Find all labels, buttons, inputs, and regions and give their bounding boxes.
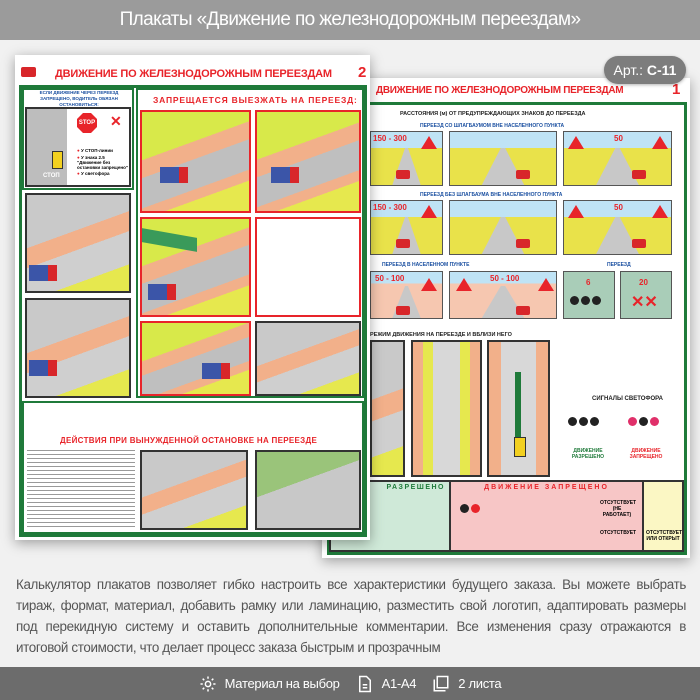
distance-panel: 50 [563, 200, 672, 255]
emergency-panel [255, 450, 361, 530]
article-badge: Арт.: С-11 [604, 56, 686, 84]
poster-front[interactable]: ДВИЖЕНИЕ ПО ЖЕЛЕЗНОДОРОЖНЫМ ПЕРЕЕЗДАМ 2 … [15, 55, 370, 540]
rule-panel [255, 321, 361, 396]
table-absent-2: ОТСУТСТВУЕТ [600, 530, 637, 536]
distance-panel: 50 [563, 131, 672, 186]
stop-panel: СТОП STOP ✕ ● У СТОП-линии ● У знака 2.5… [25, 107, 131, 187]
row-label: ПЕРЕЕЗД В НАСЕЛЕННОМ ПУНКТЕ [382, 262, 470, 268]
distances-heading: РАССТОЯНИЯ (м) ОТ ПРЕДУПРЕЖДАЮЩИХ ЗНАКОВ… [400, 111, 586, 117]
distance-panel [449, 131, 557, 186]
stop-point: ● У СТОП-линии [77, 148, 113, 153]
page-title: Плакаты «Движение по железнодорожным пер… [0, 0, 700, 40]
poster-title: ДВИЖЕНИЕ ПО ЖЕЛЕЗНОДОРОЖНЫМ ПЕРЕЕЗДАМ [55, 68, 332, 80]
feature-material: Материал на выбор [199, 675, 340, 693]
feature-label: А1-А4 [381, 676, 417, 691]
mode-panel [487, 340, 550, 477]
mode-panel [370, 340, 405, 477]
rule-panel [140, 321, 251, 396]
poster-frame [19, 85, 367, 537]
distance-panel: 150 - 300 [370, 200, 443, 255]
feature-label: Материал на выбор [224, 676, 340, 691]
distance-panel: 20✕✕ [620, 271, 672, 319]
distance-panel: 150 - 300 [370, 131, 443, 186]
stop-intro: ЕСЛИ ДВИЖЕНИЕ ЧЕРЕЗ ПЕРЕЕЗД ЗАПРЕЩЕНО, В… [39, 90, 119, 107]
stop-point: ● У светофора [77, 171, 110, 176]
traffic-light-forbidden [627, 413, 660, 431]
row-label: ПЕРЕЕЗД СО ШЛАГБАУМОМ ВНЕ НАСЕЛЕННОГО ПУ… [420, 123, 565, 129]
emergency-section [22, 401, 364, 534]
poster-number: 2 [358, 64, 367, 81]
road-marking: СТОП [43, 173, 60, 179]
stop-point: ● У знака 2.5 "Движение без остановки за… [77, 155, 128, 170]
feature-format: А1-А4 [356, 675, 417, 693]
distance-panel: 6 [563, 271, 615, 319]
emergency-panel [140, 450, 248, 530]
rule-panel [140, 217, 251, 317]
emergency-heading: ДЕЙСТВИЯ ПРИ ВЫНУЖДЕННОЙ ОСТАНОВКЕ НА ПЕ… [60, 436, 318, 445]
signals-table: РАЗРЕШЕНО ДВИЖЕНИЕ ЗАПРЕЩЕНО ОТСУТСТВУЕТ… [329, 480, 684, 552]
signals-heading: СИГНАЛЫ СВЕТОФОРА [592, 396, 663, 402]
feature-sheets: 2 листа [432, 675, 502, 693]
rule-panel [25, 193, 131, 293]
feature-label: 2 листа [458, 676, 502, 691]
forbidden-section [136, 88, 364, 398]
emergency-text [27, 450, 135, 530]
mode-panel [411, 340, 482, 477]
stop-sign-icon: STOP [77, 113, 97, 133]
product-description: Калькулятор плакатов позволяет гибко нас… [16, 577, 686, 655]
document-icon [358, 675, 371, 692]
row-label: ПЕРЕЕЗД [607, 262, 631, 268]
poster-title: ДВИЖЕНИЕ ПО ЖЕЛЕЗНОДОРОЖНЫМ ПЕРЕЕЗДАМ [376, 85, 624, 96]
article-code: С-11 [646, 62, 677, 78]
traffic-light-allowed [567, 413, 600, 431]
signal-forbidden-label: ДВИЖЕНИЕ ЗАПРЕЩЕНО [629, 448, 663, 460]
rule-panel [25, 298, 131, 398]
footer-bar: Материал на выбор А1-А4 2 листа [0, 667, 700, 700]
gear-icon [200, 676, 216, 691]
article-label: Арт.: [613, 62, 643, 78]
rule-panel [140, 110, 251, 213]
truck-logo-icon [21, 67, 36, 77]
mode-heading: РЕЖИМ ДВИЖЕНИЯ НА ПЕРЕЕЗДЕ И ВБЛИЗИ НЕГО [370, 332, 512, 338]
rule-panel [255, 110, 361, 213]
poster-back[interactable]: ДВИЖЕНИЕ ПО ЖЕЛЕЗНОДОРОЖНЫМ ПЕРЕЕЗДАМ 1 … [322, 78, 690, 558]
rule-panel [255, 217, 361, 317]
table-absent: ОТСУТСТВУЕТ (НЕ РАБОТАЕТ) [600, 500, 637, 518]
distance-panel: 50 - 100 [449, 271, 557, 319]
table-open: ОТСУТСТВУЕТ ИЛИ ОТКРЫТ [646, 530, 683, 542]
row-label: ПЕРЕЕЗД БЕЗ ШЛАГБАУМА ВНЕ НАСЕЛЕННОГО ПУ… [420, 192, 563, 198]
signal-allowed-label: ДВИЖЕНИЕ РАЗРЕШЕНО [571, 448, 605, 460]
distance-panel [449, 200, 557, 255]
crossing-signal-icon: ✕ [110, 113, 122, 129]
table-allowed-header: РАЗРЕШЕНО [386, 484, 445, 491]
distance-panel: 50 - 100 [370, 271, 443, 319]
sheets-icon [433, 675, 449, 691]
poster-number: 1 [672, 81, 681, 98]
forbidden-heading: ЗАПРЕЩАЕТСЯ ВЫЕЗЖАТЬ НА ПЕРЕЕЗД: [153, 95, 358, 105]
table-forbidden-header: ДВИЖЕНИЕ ЗАПРЕЩЕНО [484, 484, 609, 491]
